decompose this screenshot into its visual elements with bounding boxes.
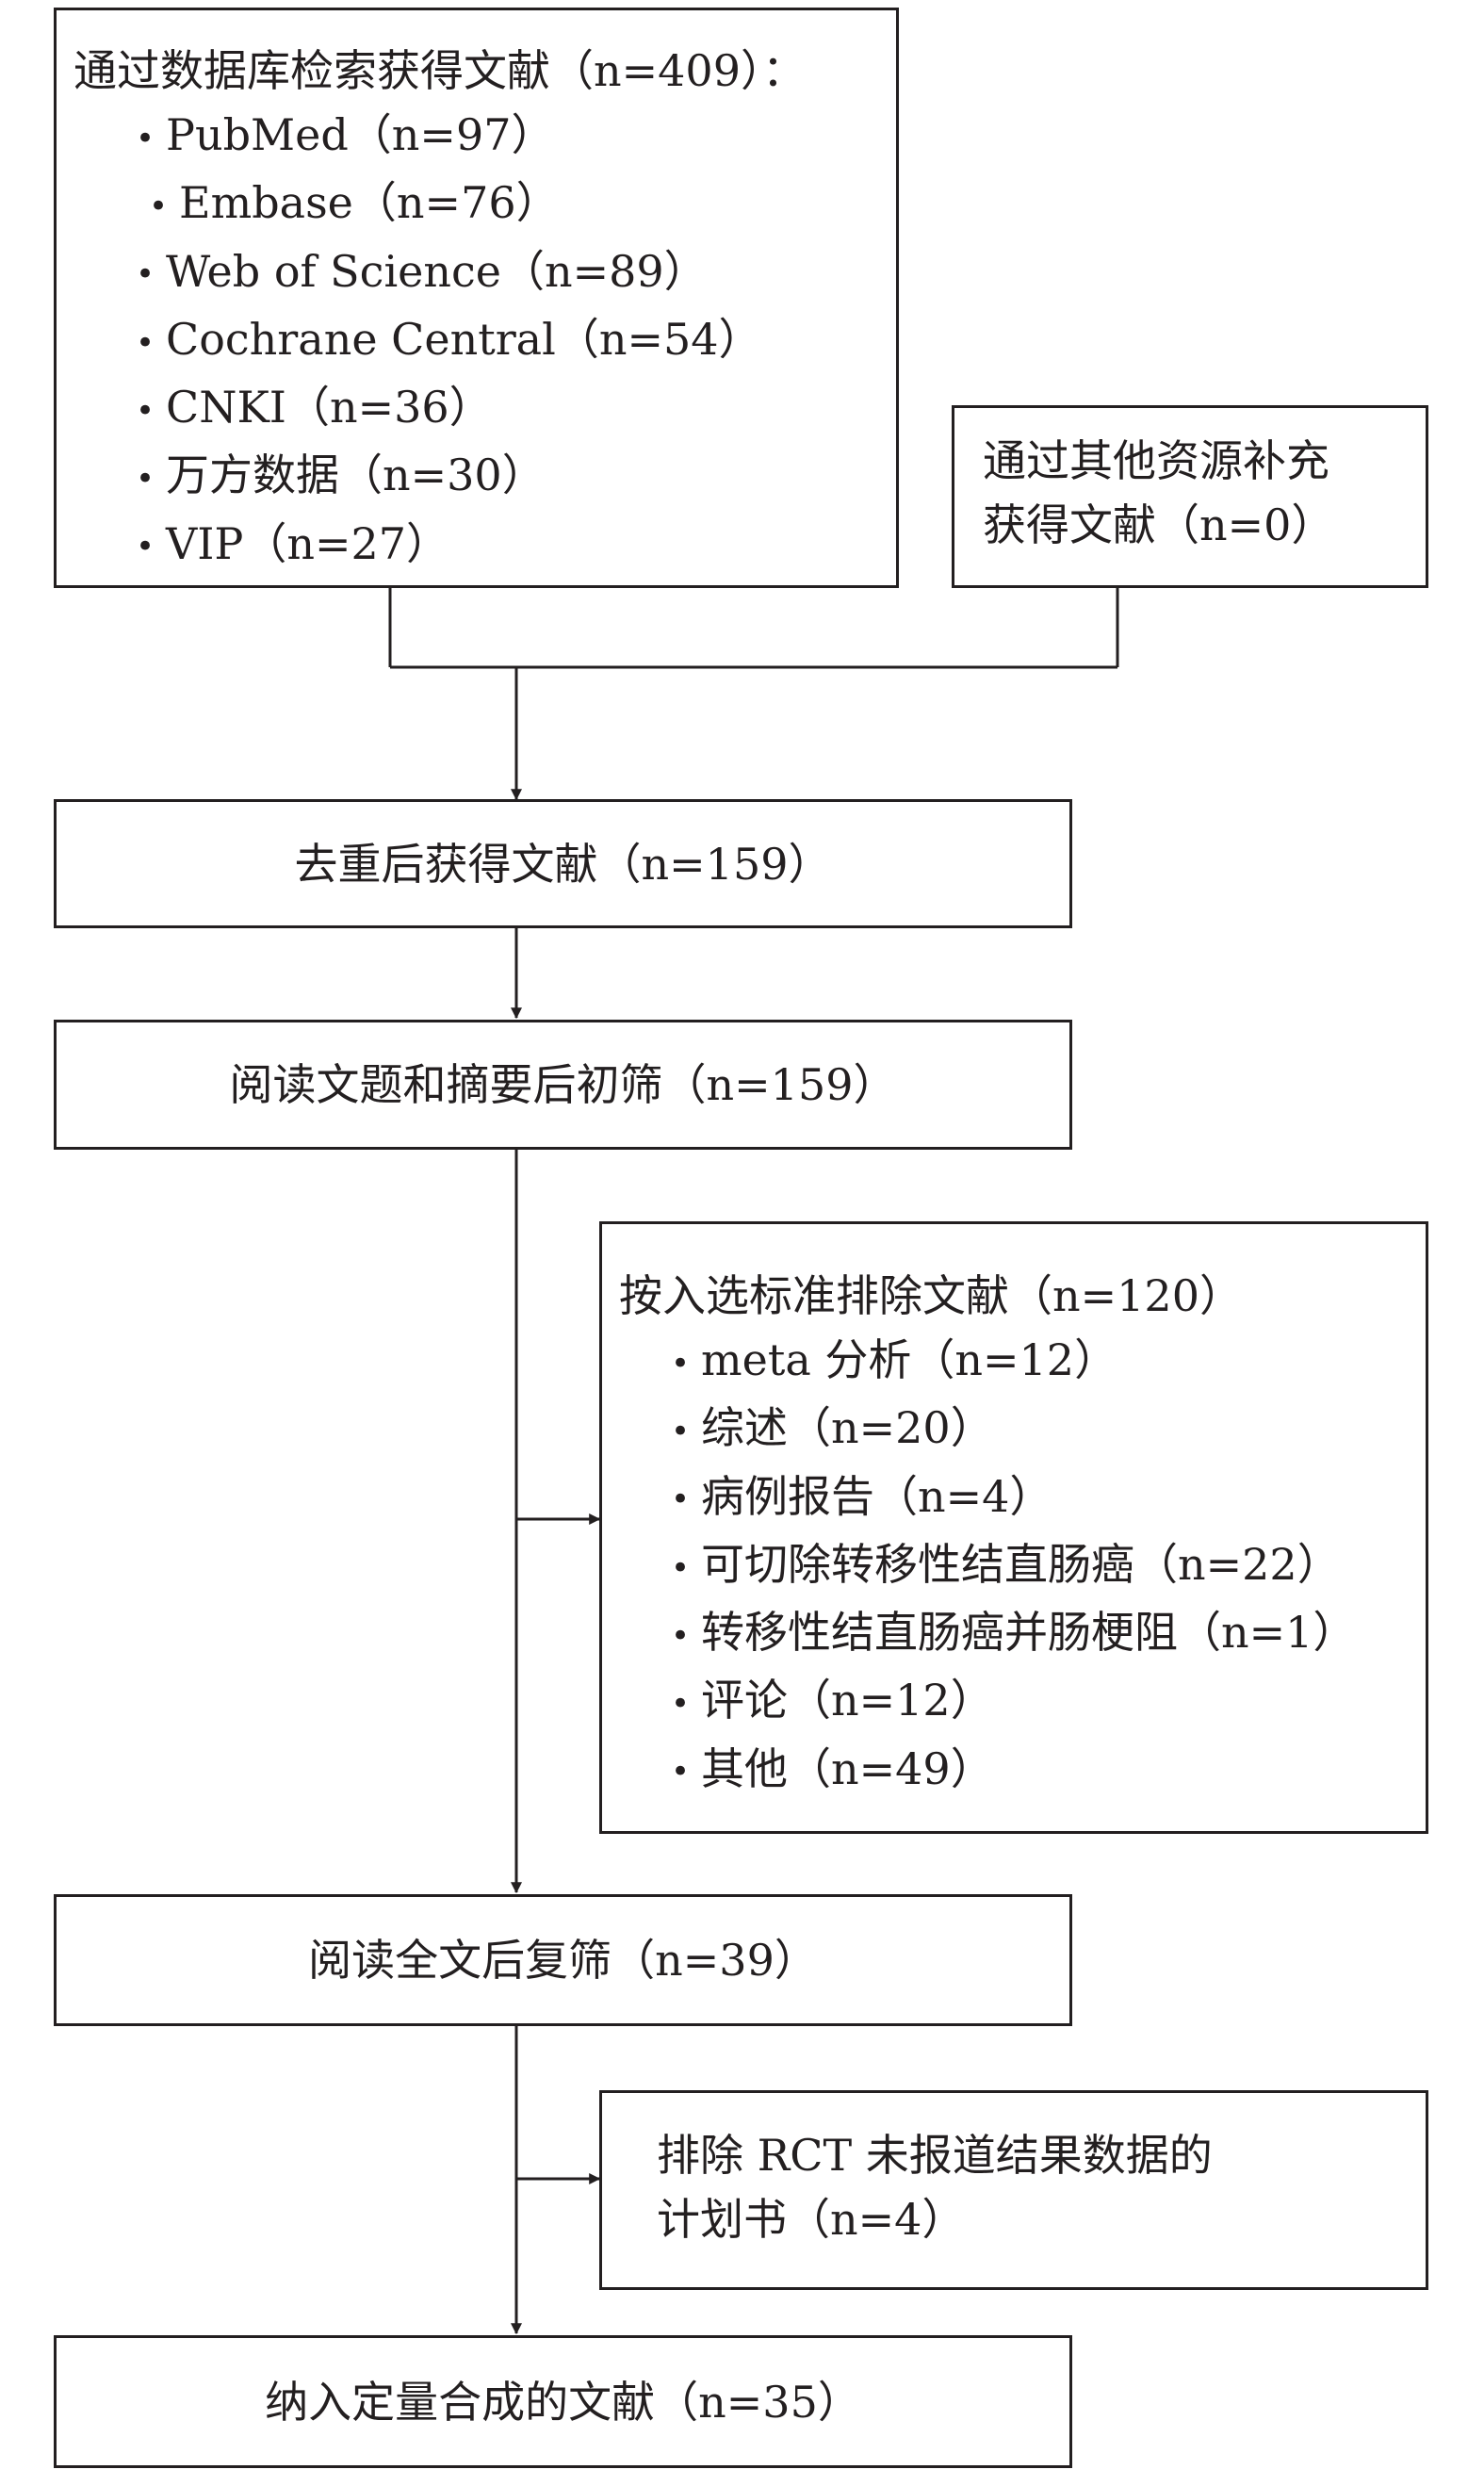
- after-dedup-box: 去重后获得文献（n=159）: [54, 799, 1072, 928]
- after-dedup-label: 去重后获得文献（n=159）: [294, 838, 832, 890]
- other-sources-line2: 获得文献（n=0）: [983, 499, 1335, 550]
- excluded-protocols-line1: 排除 RCT 未报道结果数据的: [657, 2130, 1213, 2181]
- fulltext-screen-box: 阅读全文后复筛（n=39）: [54, 1894, 1072, 2026]
- database-source-list: •PubMed（n=97） •Embase（n=76） •Web of Scie…: [136, 103, 896, 580]
- title-abstract-screen-box: 阅读文题和摘要后初筛（n=159）: [54, 1020, 1072, 1150]
- list-item: •Embase（n=76）: [149, 177, 560, 229]
- other-sources-line1: 通过其他资源补充: [983, 435, 1329, 486]
- exclusion-reason-list: •meta 分析（n=12） •综述（n=20） •病例报告（n=4） •可切除…: [671, 1328, 1426, 1805]
- excluded-by-criteria-heading: 按入选标准排除文献（n=120）: [619, 1270, 1243, 1321]
- excluded-protocols-line2: 计划书（n=4）: [657, 2194, 966, 2245]
- list-item: •综述（n=20）: [671, 1402, 994, 1454]
- list-item: •VIP（n=27）: [136, 517, 450, 569]
- list-item: •万方数据（n=30）: [136, 450, 546, 501]
- list-item: •meta 分析（n=12）: [671, 1334, 1118, 1385]
- list-item: •其他（n=49）: [671, 1742, 994, 1794]
- other-sources-box: 通过其他资源补充 获得文献（n=0）: [952, 405, 1428, 588]
- list-item: •评论（n=12）: [671, 1675, 994, 1726]
- list-item: •转移性结直肠癌并肠梗阻（n=1）: [671, 1607, 1357, 1658]
- list-item: •Web of Science（n=89）: [136, 245, 708, 297]
- list-item: •CNKI（n=36）: [136, 382, 493, 433]
- title-abstract-screen-label: 阅读文题和摘要后初筛（n=159）: [229, 1059, 897, 1110]
- fulltext-screen-label: 阅读全文后复筛（n=39）: [308, 1935, 818, 1986]
- records-identified-box: 通过数据库检索获得文献（n=409）： •PubMed（n=97） •Embas…: [54, 8, 899, 588]
- list-item: •病例报告（n=4）: [671, 1470, 1053, 1522]
- list-item: •PubMed（n=97）: [136, 109, 555, 160]
- list-item: •可切除转移性结直肠癌（n=22）: [671, 1538, 1341, 1590]
- included-label: 纳入定量合成的文献（n=35）: [265, 2376, 861, 2428]
- excluded-protocols-box: 排除 RCT 未报道结果数据的 计划书（n=4）: [599, 2090, 1428, 2290]
- included-box: 纳入定量合成的文献（n=35）: [54, 2335, 1072, 2468]
- list-item: •Cochrane Central（n=54）: [136, 313, 762, 365]
- records-identified-heading: 通过数据库检索获得文献（n=409）：: [73, 45, 806, 96]
- excluded-by-criteria-box: 按入选标准排除文献（n=120） •meta 分析（n=12） •综述（n=20…: [599, 1221, 1428, 1834]
